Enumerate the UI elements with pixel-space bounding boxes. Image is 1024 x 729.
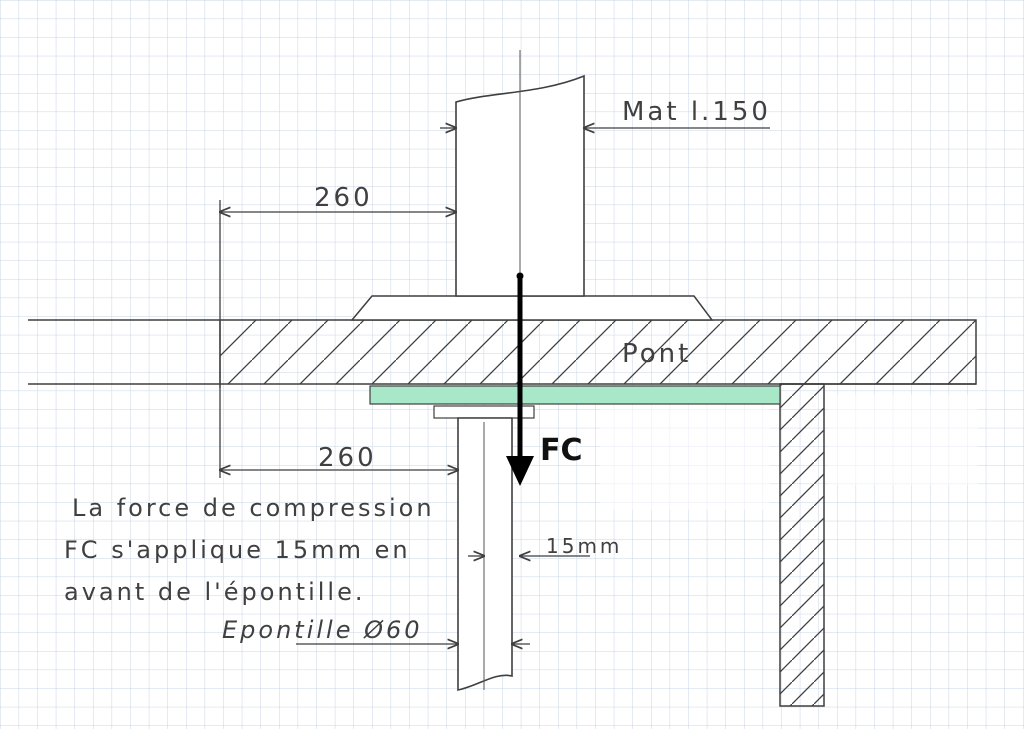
pillar [457, 417, 513, 691]
dim-upper-label: 260 [314, 183, 373, 213]
reinforcement-plate [369, 385, 781, 405]
force-arrow-head [506, 456, 534, 486]
erased-patch-right [828, 395, 978, 485]
note-line-3: avant de l'épontille. [64, 578, 365, 606]
bulkhead-section [779, 383, 825, 707]
deck-section [219, 319, 977, 385]
deck-label: Pont [622, 339, 691, 369]
force-label: FC [540, 433, 583, 468]
mast-label: Mat l.150 [622, 97, 771, 127]
mast-step-base [350, 295, 714, 321]
note-line-2: FC s'applique 15mm en [64, 536, 411, 564]
note-line-1: La force de compression [72, 494, 435, 522]
force-origin-dot [516, 272, 524, 280]
dim-lower-label: 260 [318, 443, 377, 473]
offset-label: 15mm [546, 534, 622, 558]
pillar-label: Epontille Ø60 [222, 616, 423, 644]
erased-patch [600, 400, 770, 510]
